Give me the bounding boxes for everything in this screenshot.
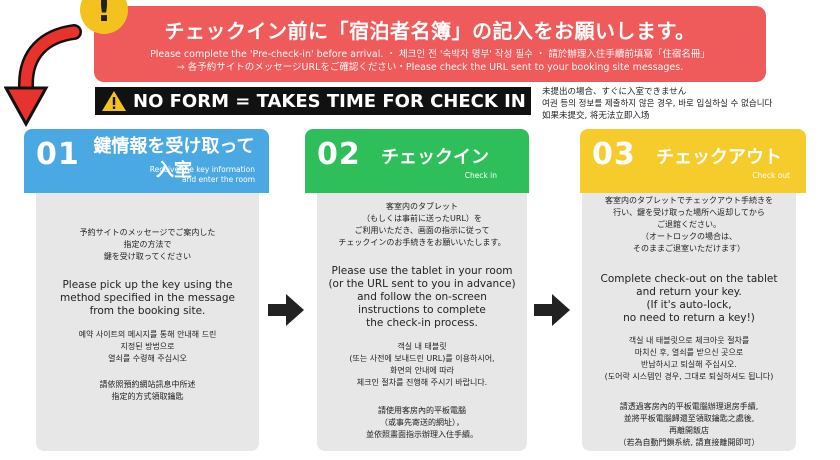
warning-triangle-icon xyxy=(102,91,126,111)
step-2-body: 客室内のタブレット （もしくは事前に送ったURL）を ご利用いただき、画面の指示… xyxy=(317,193,527,451)
step-title: チェックイン xyxy=(381,147,489,168)
step-text-zh: 請透過客房內的平板電腦辦理退房手續, 並將平板電腦歸還至領取鑰匙之處後, 再離開… xyxy=(618,402,760,447)
step-2-header: 02 チェックイン Check in xyxy=(305,129,529,193)
right-arrow-icon xyxy=(268,294,304,326)
notice-side-text: 未提出の場合、すぐに入室できません 여권 등의 정보를 제출하지 않은 경우, … xyxy=(542,87,773,121)
step-text-jp: 客室内のタブレットでチェックアウト手続きを 行い、鍵を受け取った場所へ返却してか… xyxy=(605,196,773,253)
right-arrow-icon xyxy=(534,294,570,326)
banner-title: チェックイン前に「宿泊者名簿」の記入をお願いします。 xyxy=(164,19,696,43)
step-title: チェックアウト xyxy=(656,147,782,168)
pre-checkin-banner: チェックイン前に「宿泊者名簿」の記入をお願いします。 Please comple… xyxy=(94,6,766,82)
step-number: 01 xyxy=(36,137,80,172)
step-text-ko: 예약 사이트의 메시지를 통해 안내해 드린 지정된 방법으로 열쇠를 수령해 … xyxy=(78,330,217,363)
exclamation-icon: ! xyxy=(80,0,128,34)
banner-sub-2: → 各予約サイトのメッセージURLをご確認ください・Please check t… xyxy=(176,62,684,73)
red-arrow-icon xyxy=(4,24,82,128)
step-text-en: Please use the tablet in your room (or t… xyxy=(328,265,516,329)
notice-text: NO FORM = TAKES TIME FOR CHECK IN xyxy=(133,90,526,112)
step-text-ko: 객실 내 태블릿으로 체크아웃 절차를 마치신 후, 열쇠를 받으신 곳으로 반… xyxy=(604,336,774,381)
step-3-header: 03 チェックアウト Check out xyxy=(580,129,806,193)
step-number: 02 xyxy=(317,137,361,172)
step-title: 鍵情報を受け取って 入室 xyxy=(93,136,255,181)
step-subtitle: Check out xyxy=(752,171,790,180)
step-subtitle: Receive the key information and enter th… xyxy=(149,165,255,184)
step-number: 03 xyxy=(592,137,636,172)
step-3-body: 客室内のタブレットでチェックアウト手続きを 行い、鍵を受け取った場所へ返却してか… xyxy=(582,193,796,451)
step-text-zh: 請依照預約網站訊息中所述 指定的方式領取鑰匙 xyxy=(99,380,196,401)
step-text-ko: 객실 내 태블릿 (또는 사전에 보내드린 URL)를 이용하시어, 화면의 안… xyxy=(349,342,495,387)
step-text-zh: 請使用客房內的平板電腦 （或事先寄送的網址）， 並依照畫面指示辦理入住手續。 xyxy=(366,406,478,439)
step-1-body: 予約サイトのメッセージでご案内した 指定の方法で 鍵を受け取ってください Ple… xyxy=(36,193,259,451)
no-form-notice: NO FORM = TAKES TIME FOR CHECK IN xyxy=(95,87,531,115)
step-text-jp: 予約サイトのメッセージでご案内した 指定の方法で 鍵を受け取ってください xyxy=(79,228,216,261)
step-1-header: 01 鍵情報を受け取って 入室 Receive the key informat… xyxy=(24,129,269,193)
step-text-jp: 客室内のタブレット （もしくは事前に送ったURL）を ご利用いただき、画面の指示… xyxy=(338,202,506,247)
step-text-en: Complete check-out on the tablet and ret… xyxy=(600,273,778,324)
banner-sub-1: Please complete the 'Pre-check-in' befor… xyxy=(150,49,710,60)
step-text-en: Please pick up the key using the method … xyxy=(60,279,235,317)
step-subtitle: Check in xyxy=(464,171,497,180)
